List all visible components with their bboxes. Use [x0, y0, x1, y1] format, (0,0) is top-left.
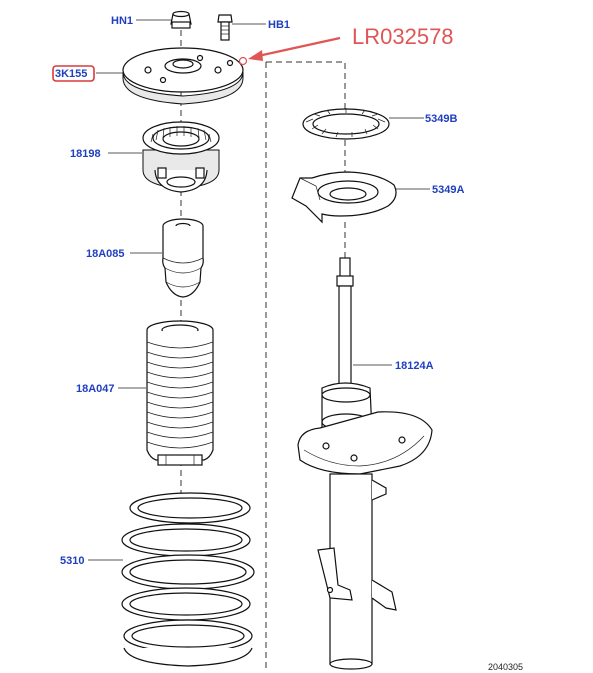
- bump-stop-18a085: [162, 218, 204, 298]
- label-5310: 5310: [60, 555, 84, 567]
- label-hn1: HN1: [111, 15, 133, 27]
- label-18a085: 18A085: [86, 248, 125, 260]
- insulator-ring-5349b: [302, 108, 390, 140]
- coil-spring-5310: [121, 492, 255, 667]
- label-5349a: 5349A: [432, 184, 464, 196]
- callout-part-number: LR032578: [352, 24, 454, 49]
- bolt-hb1: [217, 14, 233, 41]
- drawing-number: 2040305: [488, 662, 523, 672]
- bearing-18198: [142, 121, 220, 193]
- label-18a047: 18A047: [76, 383, 115, 395]
- callout-arrow: [238, 36, 341, 66]
- nut-hn1: [170, 10, 192, 29]
- label-hb1: HB1: [268, 19, 290, 31]
- label-5349b: 5349B: [425, 113, 457, 125]
- label-3k155: 3K155: [55, 68, 87, 80]
- label-18124a: 18124A: [395, 360, 434, 372]
- highlight-box-3k155: [52, 65, 95, 82]
- label-18198: 18198: [70, 148, 101, 160]
- strut-18124a: [297, 257, 433, 670]
- dust-boot-18a047: [146, 320, 214, 466]
- top-mount-3k155: [122, 47, 244, 105]
- spring-seat-5349a: [291, 171, 397, 224]
